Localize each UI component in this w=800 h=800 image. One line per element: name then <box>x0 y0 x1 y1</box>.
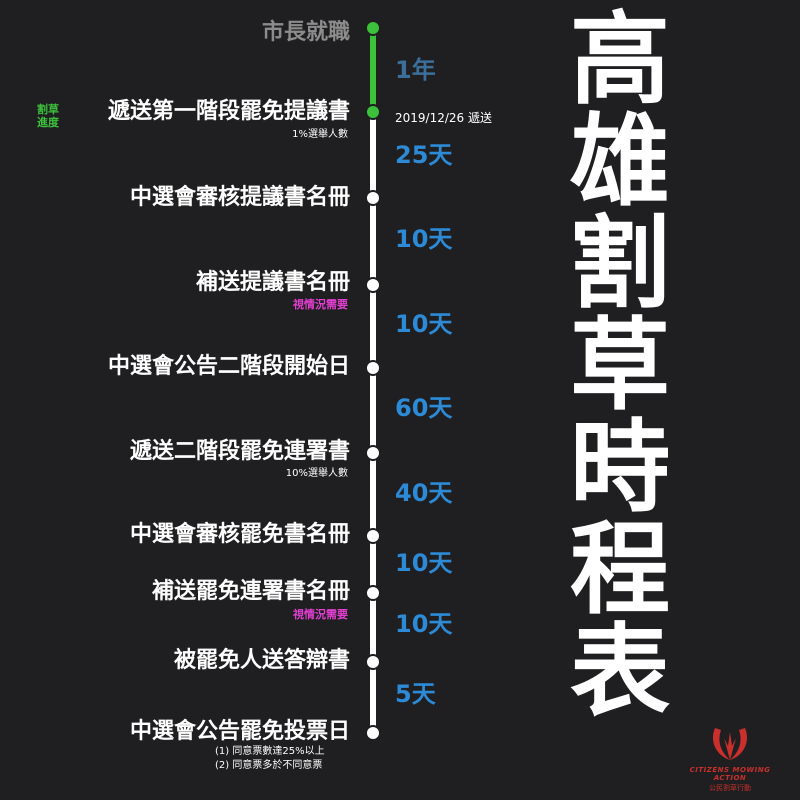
title-char-0: 高 <box>570 1 670 118</box>
duration-4: 60天 <box>395 394 453 422</box>
title-char-3: 草 <box>570 307 670 424</box>
timeline-node-7 <box>365 585 381 601</box>
title-char-4: 時 <box>570 409 670 526</box>
step-label-6: 中選會審核罷免書名冊 <box>129 522 350 547</box>
citizens-mowing-action-logo: CITIZENS MOWING ACTION 公民割草行動 <box>675 720 785 793</box>
step-label-1: 遞送第一階段罷免提議書 <box>107 99 350 124</box>
duration-3: 10天 <box>395 310 453 338</box>
step-note-1: 1%選舉人數 <box>292 129 348 140</box>
duration-6: 10天 <box>395 549 453 577</box>
duration-0: 1年 <box>395 56 436 84</box>
duration-2: 10天 <box>395 225 453 253</box>
step-label-4: 中選會公告二階段開始日 <box>107 354 350 379</box>
title-char-5: 程 <box>570 511 670 628</box>
step-label-7: 補送罷免連署書名冊 <box>151 579 350 604</box>
step-label-5: 遞送二階段罷免連署書 <box>129 439 350 464</box>
logo-chinese-text: 公民割草行動 <box>709 784 751 792</box>
step-label-0: 市長就職 <box>261 20 350 45</box>
duration-1: 25天 <box>395 141 453 169</box>
timeline-node-5 <box>365 445 381 461</box>
duration-8: 5天 <box>395 680 436 708</box>
timeline-node-9 <box>365 725 381 741</box>
step-label-8: 被罷免人送答辯書 <box>173 648 350 673</box>
timeline-node-0 <box>365 20 381 36</box>
timeline-node-8 <box>365 654 381 670</box>
logo-english-text: CITIZENS MOWING ACTION <box>689 766 771 782</box>
step-label-9: 中選會公告罷免投票日 <box>129 719 350 744</box>
timeline-node-2 <box>365 190 381 206</box>
vote-conditions: (1) 同意票數達25%以上 (2) 同意票多於不同意票 <box>215 745 325 773</box>
step-label-3: 補送提議書名冊 <box>195 270 350 295</box>
step-note-7: 視情況需要 <box>293 608 348 621</box>
step-note-5: 10%選舉人數 <box>285 468 348 479</box>
sickle-grass-logo-icon <box>675 720 785 764</box>
vote-condition-1: (1) 同意票數達25%以上 <box>215 746 325 757</box>
timeline-node-4 <box>365 360 381 376</box>
timeline-progress-line <box>370 28 376 112</box>
timeline-node-6 <box>365 528 381 544</box>
timeline-remaining-line <box>370 112 376 736</box>
vote-condition-2: (2) 同意票多於不同意票 <box>215 760 323 771</box>
title-char-6: 表 <box>570 613 670 730</box>
step-label-2: 中選會審核提議書名冊 <box>129 185 350 210</box>
timeline-node-1 <box>365 104 381 120</box>
progress-tag: 割草 進度 <box>37 103 59 129</box>
title-char-1: 雄 <box>570 103 670 220</box>
step-note-3: 視情況需要 <box>293 298 348 311</box>
duration-7: 10天 <box>395 610 453 638</box>
page-title: 高 雄 割 草 時 程 表 <box>560 10 680 724</box>
submission-date-note: 2019/12/26 遞送 <box>395 111 492 125</box>
duration-5: 40天 <box>395 479 453 507</box>
title-char-2: 割 <box>570 205 670 322</box>
timeline-node-3 <box>365 277 381 293</box>
